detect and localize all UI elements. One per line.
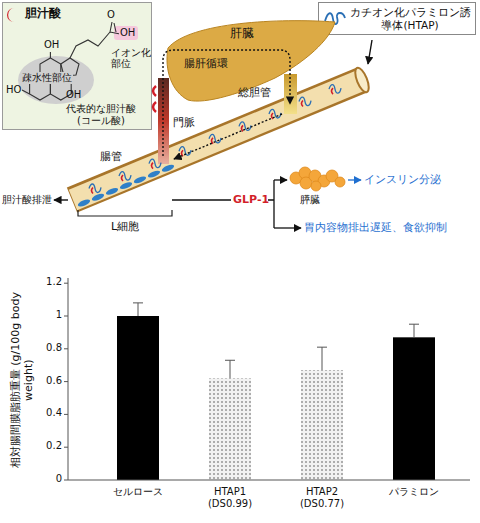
bound-bile-acid xyxy=(152,163,154,169)
l-cell xyxy=(147,169,161,179)
tick-mark xyxy=(64,414,68,415)
pancreas-lobe xyxy=(311,181,321,191)
drawing-part xyxy=(77,163,175,207)
bar xyxy=(393,337,435,480)
error-bar xyxy=(409,324,419,337)
part-label: 疎水性部位 xyxy=(21,72,73,84)
tick-mark xyxy=(64,480,68,481)
bound-bile-acid xyxy=(332,88,334,94)
l-cell-bracket xyxy=(78,210,172,216)
axis-title: 相対腸間膜脂肪重量 (g/100g body weight) xyxy=(9,282,35,478)
drawing-part xyxy=(89,85,341,194)
tick-label: 1 xyxy=(56,309,62,321)
bile-acid-icon xyxy=(7,8,14,22)
bar xyxy=(301,370,343,480)
tick-mark xyxy=(64,447,68,448)
htap-arrow xyxy=(368,40,372,64)
circulation-path xyxy=(163,50,290,156)
liver-shape xyxy=(167,21,335,101)
glp1-line xyxy=(172,199,231,200)
part-name: 門脈 xyxy=(173,116,195,129)
bound-bile-acid xyxy=(272,113,274,119)
category-label: HTAP1 (DS0.99) xyxy=(203,486,257,510)
hydrophobic-area xyxy=(18,56,94,104)
htap-box: カチオン化パラミロン誘導体(HTAP) xyxy=(318,2,476,35)
part-name: 腸管 xyxy=(100,150,122,163)
insulin-arrow xyxy=(348,179,361,180)
error-bar xyxy=(317,347,327,370)
part-name: L細胞 xyxy=(111,220,139,233)
tick-label: 0 xyxy=(56,473,62,485)
bound-bile-acid xyxy=(242,125,244,131)
tick-mark xyxy=(64,316,68,317)
part-name: 総胆管 xyxy=(238,86,271,99)
htap-particle xyxy=(239,122,251,131)
tick-mark xyxy=(64,283,68,284)
intestine-opening xyxy=(352,66,371,94)
tick-label: 0.4 xyxy=(46,407,62,419)
l-cell xyxy=(105,187,119,197)
organ-label: 肝臓 xyxy=(230,26,254,40)
htap-particle xyxy=(299,97,311,106)
pancreas-lobe xyxy=(335,177,345,187)
pancreas xyxy=(290,167,345,191)
glp1-arrow xyxy=(274,179,287,180)
glp1-arrow xyxy=(274,227,301,228)
bar xyxy=(209,378,251,480)
tick-label: 1.2 xyxy=(46,276,62,288)
bound-bile-acid xyxy=(122,175,124,181)
side-chain xyxy=(22,22,120,94)
l-cell xyxy=(91,192,105,202)
atom-label: OH xyxy=(44,39,59,51)
error-bar xyxy=(133,303,143,316)
bile-acid-mark xyxy=(153,86,156,112)
tick-label: 0.8 xyxy=(46,342,62,354)
part-name: 膵臓 xyxy=(300,194,320,206)
effect-text: 胃内容物排出遅延、食欲抑制 xyxy=(304,221,447,234)
part-name: 腸肝循環 xyxy=(184,57,228,70)
tick-label: 0.2 xyxy=(46,440,62,452)
y-axis xyxy=(68,278,69,480)
htap-particle xyxy=(119,172,131,181)
drawing-part xyxy=(64,283,435,480)
atom-label: OH xyxy=(119,27,136,39)
excretion-arrow xyxy=(54,199,68,200)
tick-mark xyxy=(64,381,68,382)
l-cell xyxy=(77,198,91,208)
htap-particle xyxy=(329,85,341,94)
atom-label: O xyxy=(107,9,115,21)
tick-mark xyxy=(64,348,68,349)
steroid-rings xyxy=(22,22,120,100)
box-title: 胆汁酸 xyxy=(25,6,61,20)
bound-bile-acid xyxy=(302,101,304,107)
tick-label: 0.6 xyxy=(46,375,62,387)
htap-particle xyxy=(89,184,101,193)
compound-name: カチオン化パラミロン誘導体(HTAP) xyxy=(349,6,471,31)
category-label: セルロース xyxy=(98,486,178,498)
effect-text: インスリン分泌 xyxy=(364,173,441,186)
category-label: HTAP2 (DS0.77) xyxy=(295,486,349,510)
atom-label: HO xyxy=(6,84,21,96)
l-cell xyxy=(119,181,133,191)
box-fill xyxy=(2,2,152,130)
x-axis xyxy=(68,480,470,481)
htap-particle xyxy=(149,159,161,168)
htap-particle xyxy=(269,109,281,118)
atom-label: OH xyxy=(66,89,81,101)
bile-acid-box: 胆汁酸疎水性部位 イオン化部位代表的な胆汁酸 (コール酸) xyxy=(2,2,152,130)
part-label: イオン化部位 xyxy=(111,47,151,70)
caption-text: 代表的な胆汁酸 (コール酸) xyxy=(59,103,143,127)
error-bar xyxy=(225,360,235,378)
bar xyxy=(117,316,159,480)
l-cell xyxy=(161,163,175,173)
process-text: 胆汁酸排泄 xyxy=(2,194,52,206)
category-label: パラミロン xyxy=(374,486,454,498)
bound-bile-acid xyxy=(92,187,94,193)
circulation-path xyxy=(174,114,282,159)
bound-bile-acid xyxy=(212,138,214,144)
signal-name: GLP-1 xyxy=(233,193,269,206)
l-cell xyxy=(133,175,147,185)
